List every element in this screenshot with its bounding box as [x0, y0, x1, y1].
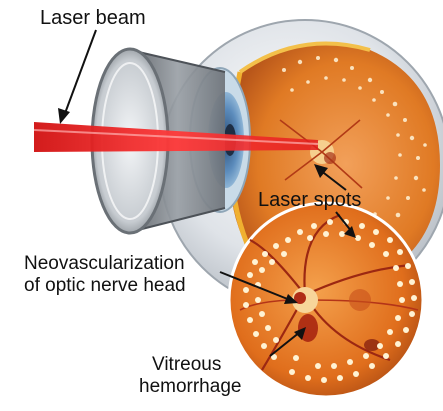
label-neovascularization-line2: of optic nerve head [24, 276, 186, 295]
label-neovascularization-line1: Neovascularization [24, 254, 185, 273]
label-laser-beam: Laser beam [40, 8, 146, 28]
label-vitreous-line1: Vitreous [152, 355, 221, 374]
label-laser-spots: Laser spots [258, 190, 361, 210]
label-vitreous-line2: hemorrhage [139, 377, 241, 396]
